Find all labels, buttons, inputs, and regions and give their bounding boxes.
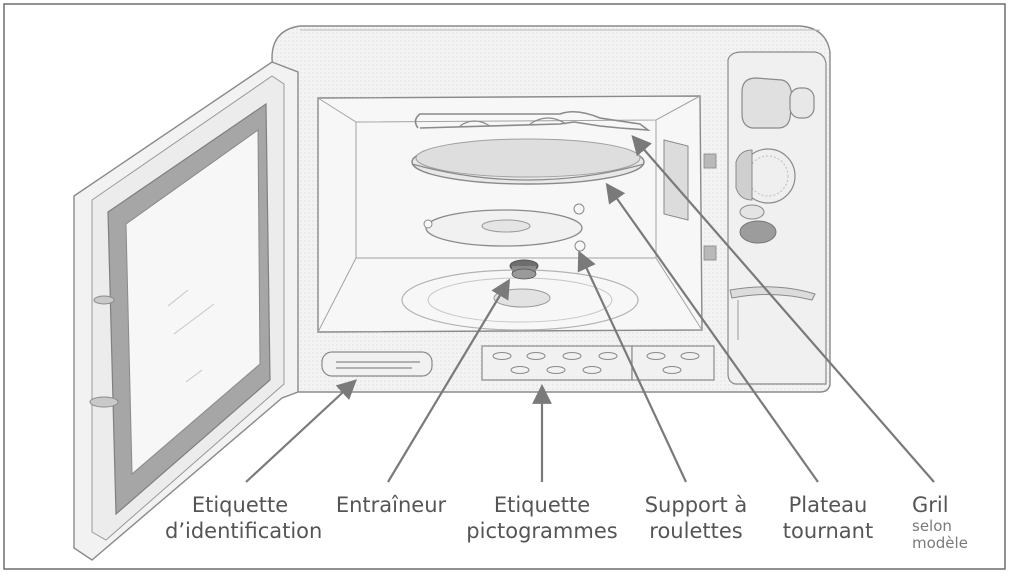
label-gril: Gril selon modèle (912, 492, 992, 552)
microwave-door (73, 61, 299, 561)
control-panel (729, 77, 816, 340)
arrow-gril (631, 135, 935, 483)
label-etiquette-pictogrammes-line1: Etiquette (493, 493, 591, 517)
label-entraineur-line1: Entraîneur (335, 493, 447, 517)
label-etiquette-identification: Etiquette d’identification (165, 492, 323, 544)
label-support-roulettes-line1: Support à (644, 493, 748, 517)
label-entraineur: Entraîneur (326, 492, 456, 518)
label-support-roulettes: Support à roulettes (634, 492, 758, 544)
label-etiquette-pictogrammes-line2: pictogrammes (466, 519, 618, 543)
entraineur-drawing (509, 259, 539, 280)
pointer-arrows (245, 135, 935, 483)
arrow-etiquette-identification (245, 379, 357, 483)
label-etiquette-identification-line1: Etiquette (191, 493, 289, 517)
support-roulettes-drawing (423, 203, 586, 252)
label-plateau-tournant-line1: Plateau (788, 493, 868, 517)
label-gril-note1: selon (912, 517, 952, 535)
arrow-entraineur (387, 278, 511, 483)
label-support-roulettes-line2: roulettes (649, 519, 743, 543)
label-gril-note2: modèle (912, 534, 968, 552)
label-etiquette-identification-line2: d’identification (165, 519, 323, 543)
plateau-tournant-drawing (411, 138, 645, 185)
label-gril-line1: Gril (912, 493, 949, 517)
label-etiquette-pictogrammes: Etiquette pictogrammes (464, 492, 620, 544)
label-plateau-tournant-line2: tournant (782, 519, 874, 543)
arrow-support-roulettes (577, 250, 687, 483)
front-bottom-panel (321, 345, 715, 381)
label-plateau-tournant: Plateau tournant (774, 492, 882, 544)
arrow-plateau-tournant (605, 182, 819, 483)
